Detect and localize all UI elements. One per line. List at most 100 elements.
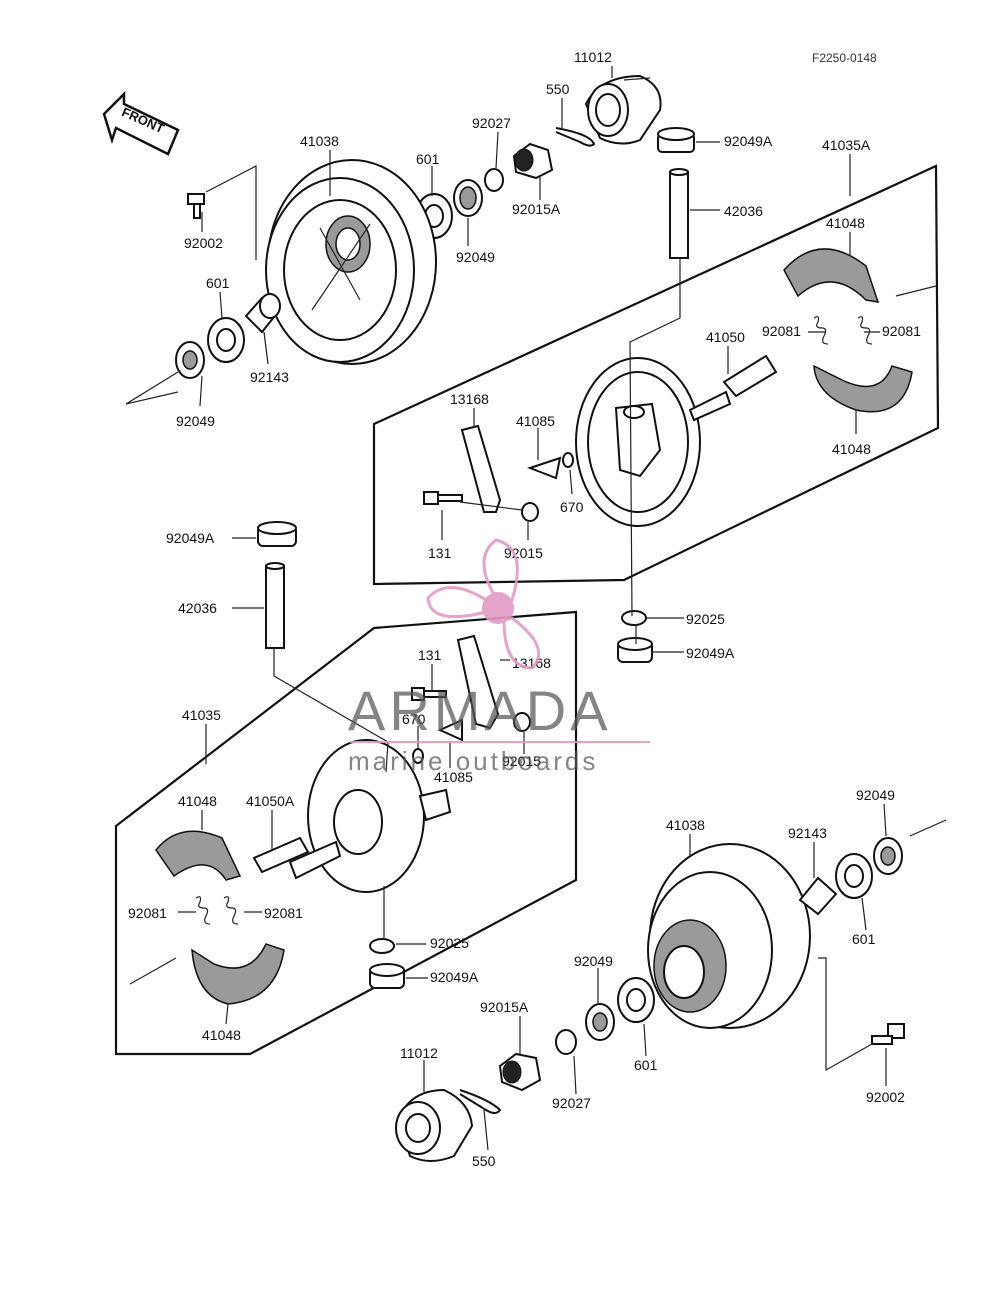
brake-panel-top: [575, 357, 701, 527]
bolt-131-top: [423, 491, 463, 505]
cotter-pin-550-top: [555, 127, 596, 147]
spacer-92143-top: [244, 293, 281, 334]
cam-41050A-bottom: [252, 836, 342, 880]
label-92025-bottom: 92025: [430, 935, 469, 951]
washer-92027-top: [484, 168, 504, 192]
indicator-41085-bottom: [437, 718, 463, 742]
label-41048-bottom-a: 41048: [178, 793, 217, 809]
brake-panel-frame-bottom: [114, 610, 578, 1056]
label-131-bottom: 131: [418, 647, 442, 663]
label-41048-top-b: 41048: [832, 441, 871, 457]
label-92081-top-a: 92081: [762, 323, 801, 339]
label-92015-bottom: 92015: [502, 753, 541, 769]
indicator-41085-top: [527, 456, 562, 480]
label-92049A-bottom-b: 92049A: [430, 969, 479, 985]
leader-lines: [125, 66, 947, 1151]
label-601-bottom-a: 601: [852, 931, 876, 947]
label-92027-bottom: 92027: [552, 1095, 591, 1111]
watermark-brand: ARMADA: [348, 679, 612, 742]
brake-panel-frame-top: [372, 164, 940, 586]
cap-11012-bottom: [395, 1088, 474, 1162]
bearing-601-top-b: [207, 317, 245, 363]
bearing-601-bottom-b: [617, 977, 655, 1023]
bolt-131-bottom: [411, 687, 447, 701]
label-11012-top: 11012: [574, 49, 612, 65]
seal-92049-top-b: [175, 341, 205, 379]
label-41038-bottom: 41038: [666, 817, 705, 833]
label-41085-top: 41085: [516, 413, 555, 429]
label-601-top-a: 601: [416, 151, 440, 167]
nut-92015-bottom: [513, 712, 531, 732]
label-92081-top-b: 92081: [882, 323, 921, 339]
label-92025-top: 92025: [686, 611, 725, 627]
label-92002-bottom: 92002: [866, 1089, 905, 1105]
label-92049A-top: 92049A: [724, 133, 773, 149]
label-11012-bottom: 11012: [400, 1045, 438, 1061]
brake-drum-41038-bottom: [647, 843, 811, 1029]
label-42036-top: 42036: [724, 203, 763, 219]
label-92002-top: 92002: [184, 235, 223, 251]
label-42036-bottom: 42036: [178, 600, 217, 616]
label-41048-top-a: 41048: [826, 215, 865, 231]
label-92027-top: 92027: [472, 115, 511, 131]
label-13168-top: 13168: [450, 391, 489, 407]
label-550-top: 550: [546, 81, 570, 97]
cap-11012-top: [584, 74, 662, 145]
label-670-bottom: 670: [402, 711, 426, 727]
label-550-bottom: 550: [472, 1153, 496, 1169]
label-41050A: 41050A: [246, 793, 295, 809]
bolt-92002-top: [187, 193, 205, 219]
label-92015A-top: 92015A: [512, 201, 561, 217]
washer-92025-top: [621, 610, 647, 626]
washer-92027-bottom: [555, 1029, 577, 1055]
brake-shoe-41048-bottom-b: [191, 943, 285, 1005]
brake-shoe-41048-top-b: [813, 364, 913, 413]
brake-drum-41038-top: [265, 159, 437, 365]
lever-13168-top: [460, 424, 502, 513]
brake-shoe-41048-bottom-a: [155, 830, 242, 881]
washer-92025-bottom: [369, 938, 395, 954]
label-601-top-b: 601: [206, 275, 230, 291]
dust-cap-92049A-bottom-b: [369, 963, 405, 989]
watermark-tagline: marine outboards: [348, 746, 598, 776]
pin-42036-top: [669, 168, 689, 259]
label-41050: 41050: [706, 329, 745, 345]
dust-cap-92049A-top-b: [617, 637, 653, 663]
label-92049-bottom-b: 92049: [574, 953, 613, 969]
figure-code: F2250-0148: [812, 51, 877, 65]
cam-41050-top: [688, 354, 778, 422]
front-arrow-icon: FRONT: [102, 90, 180, 156]
label-92081-bottom-b: 92081: [264, 905, 303, 921]
bolt-92002-bottom: [871, 1023, 905, 1045]
label-92049-bottom-a: 92049: [856, 787, 895, 803]
castle-nut-92015A-top: [512, 142, 554, 180]
seal-92049-top: [453, 179, 483, 217]
label-41038-top: 41038: [300, 133, 339, 149]
label-670-top: 670: [560, 499, 584, 515]
cotter-pin-550-bottom: [459, 1089, 502, 1114]
label-92049-top-b: 92049: [176, 413, 215, 429]
label-92081-bottom-a: 92081: [128, 905, 167, 921]
label-601-bottom-b: 601: [634, 1057, 658, 1073]
label-92143-bottom: 92143: [788, 825, 827, 841]
nut-92015-top: [521, 502, 539, 522]
label-41048-bottom-b: 41048: [202, 1027, 241, 1043]
spring-92081-bottom: [195, 896, 239, 925]
castle-nut-92015A-bottom: [498, 1052, 542, 1092]
label-92049A-bottom: 92049A: [166, 530, 215, 546]
label-92049A-top-b: 92049A: [686, 645, 735, 661]
label-41035: 41035: [182, 707, 221, 723]
bearing-601-bottom-a: [835, 853, 873, 899]
label-92049-top-a: 92049: [456, 249, 495, 265]
seal-92049-bottom-a: [873, 837, 903, 875]
armada-watermark: ARMADA marine outboards: [348, 538, 650, 776]
label-41035A: 41035A: [822, 137, 871, 153]
label-41085-bottom: 41085: [434, 769, 473, 785]
label-131-top: 131: [428, 545, 452, 561]
propeller-logo-icon: [426, 538, 541, 670]
dust-cap-92049A-bottom: [257, 521, 297, 547]
seal-92049-bottom-b: [585, 1003, 615, 1041]
spring-92081-top: [813, 316, 873, 345]
lever-13168-bottom: [456, 634, 500, 730]
